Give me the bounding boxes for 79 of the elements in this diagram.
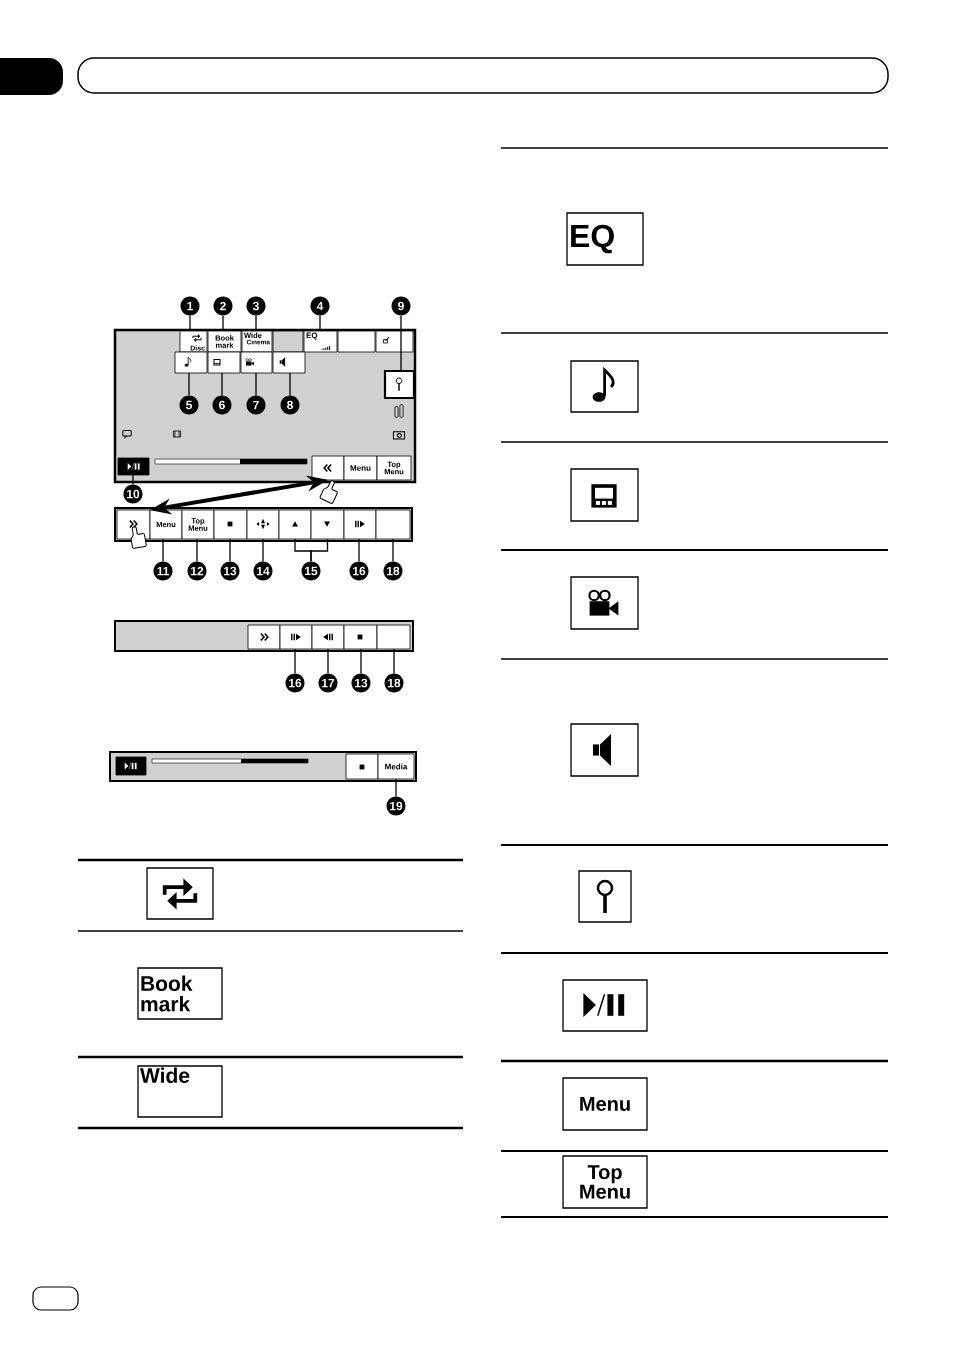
screen-button: EQ (303, 330, 338, 353)
icon-button: EQ (566, 212, 644, 266)
callout-number: 16 (349, 561, 369, 581)
leader-line (392, 538, 394, 562)
screen-button (115, 756, 147, 776)
leader-line (221, 372, 223, 396)
leader-line (189, 315, 191, 332)
callout-number: 9 (391, 296, 411, 316)
screen-button (207, 351, 241, 374)
callout-number: 4 (310, 296, 330, 316)
screen-button (375, 330, 414, 353)
callout-number: 13 (220, 561, 240, 581)
screen-button (343, 624, 378, 650)
callout-number: 18 (383, 561, 403, 581)
leader-line (400, 315, 402, 372)
callout-number: 1 (180, 296, 200, 316)
icon-button (570, 723, 639, 777)
icon-button: Top Menu (562, 1155, 648, 1209)
screen-button (383, 369, 416, 400)
screen-button: Menu (343, 455, 378, 481)
leader-line (294, 648, 296, 674)
callout-number: 6 (212, 395, 232, 415)
leader-line (395, 778, 397, 797)
callout-number: 3 (246, 296, 266, 316)
callout-number: 16 (285, 673, 305, 693)
callout-number: 17 (318, 673, 338, 693)
leader-line (327, 648, 329, 674)
icon-button: Menu (562, 1077, 648, 1131)
leader-line (319, 315, 321, 332)
callout-number: 14 (253, 561, 273, 581)
callout-number: 2 (213, 296, 233, 316)
screen-button (279, 624, 313, 650)
screen-button (213, 509, 248, 540)
leader-line (229, 538, 231, 562)
callout-number: 15 (301, 561, 321, 581)
icon-button (578, 870, 632, 923)
leader-line (132, 474, 134, 485)
leader-line (188, 372, 190, 396)
leader-line (393, 648, 395, 674)
callout-number: 10 (123, 484, 143, 504)
screen-button (117, 457, 150, 476)
screen-button (310, 509, 345, 540)
screen-button: Media (377, 753, 415, 780)
screen-button (345, 753, 379, 780)
screen-button (240, 351, 273, 374)
icon-button (570, 360, 639, 413)
screen-button (278, 509, 312, 540)
screen-button (311, 624, 345, 650)
screen-button (247, 624, 281, 650)
screen-button (272, 351, 306, 374)
callout-number: 12 (187, 561, 207, 581)
leader-line (289, 372, 291, 396)
leader-line (255, 372, 257, 396)
callout-number: 8 (280, 395, 300, 415)
leader-line (196, 538, 198, 562)
leader-line (358, 538, 360, 562)
callout-number: 11 (153, 561, 173, 581)
leader-line (222, 315, 224, 332)
leader-line (255, 315, 257, 332)
callout-number: 7 (246, 395, 266, 415)
leader-line (162, 538, 164, 562)
screen-button (375, 509, 411, 540)
leader-line (262, 538, 264, 562)
screen-button (174, 351, 208, 374)
icon-button (562, 979, 648, 1032)
icon-button: Book mark (137, 967, 223, 1020)
screen-button (272, 330, 304, 353)
screen-button (337, 330, 376, 353)
callout-number: 19 (386, 796, 406, 816)
screen-button (311, 455, 345, 481)
callout-number: 18 (384, 673, 404, 693)
callout-number: 5 (179, 395, 199, 415)
screen-button (376, 624, 411, 650)
callout-number: 13 (351, 673, 371, 693)
icon-button: Wide (137, 1065, 223, 1118)
screen-button (343, 509, 377, 540)
leader-line (310, 538, 329, 562)
screen-button (246, 509, 280, 540)
leader-line (360, 648, 362, 674)
